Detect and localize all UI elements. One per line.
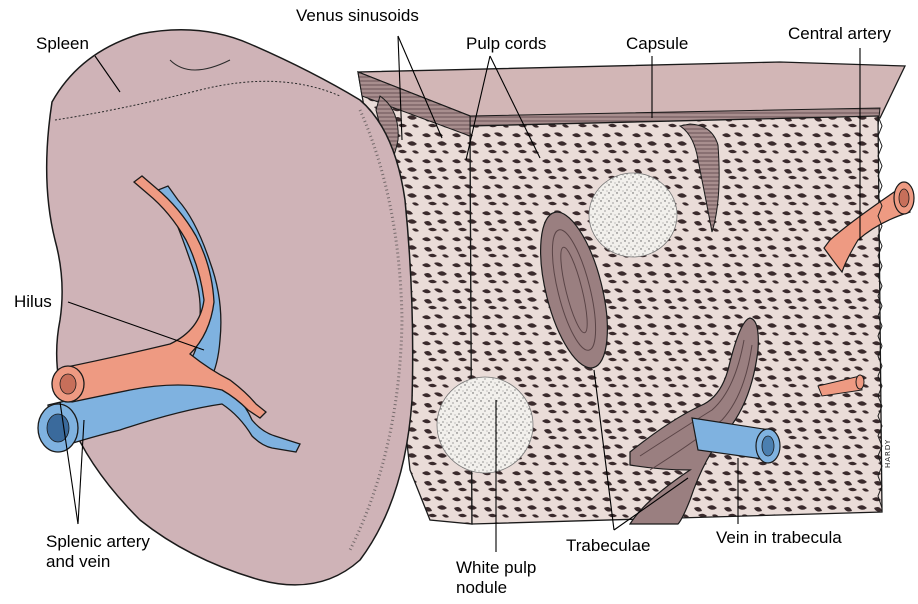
label-hilus: Hilus bbox=[14, 292, 52, 312]
spleen-body bbox=[47, 30, 413, 585]
label-venus-sinusoids: Venus sinusoids bbox=[296, 6, 419, 26]
label-splenic-artery-line2: and vein bbox=[46, 552, 150, 572]
label-spleen: Spleen bbox=[36, 34, 89, 54]
spleen-organ bbox=[38, 30, 413, 585]
splenic-artery-lumen bbox=[60, 374, 76, 394]
trabecular-vein-lumen bbox=[762, 436, 774, 456]
white-pulp-nodule-2 bbox=[437, 377, 533, 473]
white-pulp-nodule-1 bbox=[589, 173, 677, 257]
label-splenic-artery: Splenic artery and vein bbox=[46, 532, 150, 572]
label-white-pulp-line1: White pulp bbox=[456, 558, 536, 578]
central-artery-lumen bbox=[899, 189, 909, 207]
label-white-pulp-line2: nodule bbox=[456, 578, 536, 598]
label-white-pulp-nodule: White pulp nodule bbox=[456, 558, 536, 598]
label-splenic-artery-line1: Splenic artery bbox=[46, 532, 150, 552]
artist-signature: HARDY bbox=[884, 439, 892, 468]
label-pulp-cords: Pulp cords bbox=[466, 34, 546, 54]
tissue-block bbox=[358, 62, 914, 524]
label-central-artery: Central artery bbox=[788, 24, 891, 44]
label-trabeculae: Trabeculae bbox=[566, 536, 650, 556]
label-capsule: Capsule bbox=[626, 34, 688, 54]
small-artery-opening bbox=[856, 375, 864, 389]
label-vein-in-trabecula: Vein in trabecula bbox=[716, 528, 842, 548]
